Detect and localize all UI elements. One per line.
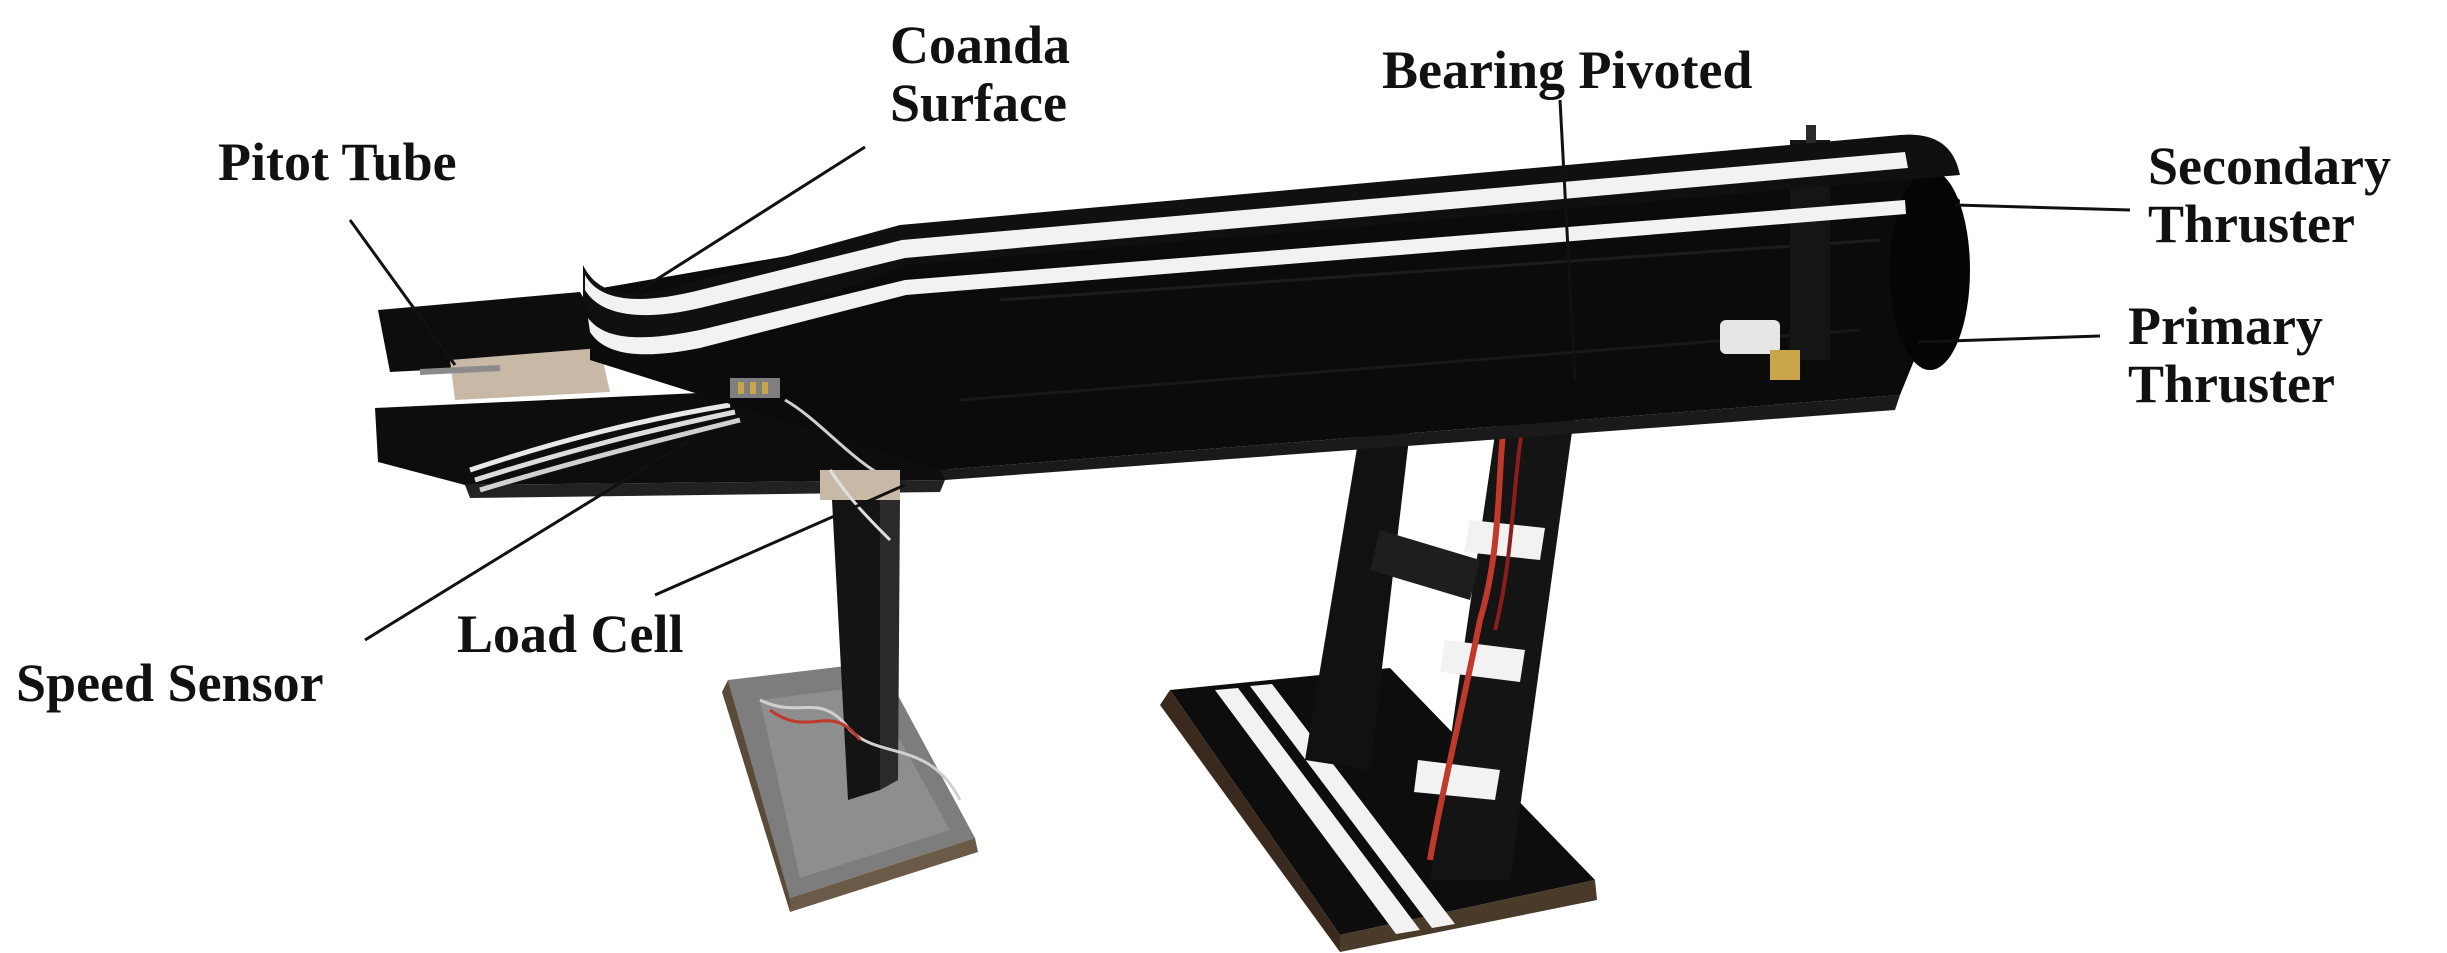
label-bearing-pivoted: Bearing Pivoted bbox=[1382, 41, 1752, 99]
load-cell-leader bbox=[654, 483, 906, 597]
speed-sensor-text: Speed Sensor bbox=[16, 653, 324, 713]
label-secondary-thruster: Secondary Thruster bbox=[2148, 137, 2391, 253]
secondary-leader bbox=[1954, 203, 2131, 212]
pitot-leader bbox=[348, 219, 457, 366]
leader-lines bbox=[348, 99, 2131, 642]
label-coanda-surface: Coanda Surface bbox=[890, 16, 1070, 132]
bearing-leader bbox=[1558, 99, 1577, 381]
load-cell-text: Load Cell bbox=[457, 604, 684, 664]
primary-line1: Primary bbox=[2128, 296, 2323, 356]
pitot-tube-text: Pitot Tube bbox=[218, 132, 457, 192]
coanda-line2: Surface bbox=[890, 73, 1067, 133]
label-load-cell: Load Cell bbox=[457, 605, 684, 663]
secondary-line2: Thruster bbox=[2148, 194, 2355, 254]
coanda-surface bbox=[583, 134, 1960, 355]
secondary-line1: Secondary bbox=[2148, 136, 2391, 196]
label-pitot-tube: Pitot Tube bbox=[218, 133, 457, 191]
left-support-post bbox=[759, 490, 962, 801]
primary-line2: Thruster bbox=[2128, 354, 2335, 414]
coanda-leader bbox=[639, 145, 866, 292]
primary-leader bbox=[1917, 334, 2101, 344]
label-speed-sensor: Speed Sensor bbox=[16, 654, 324, 712]
bearing-pivoted-text: Bearing Pivoted bbox=[1382, 40, 1753, 100]
load-cell bbox=[820, 469, 900, 542]
label-primary-thruster: Primary Thruster bbox=[2128, 297, 2335, 413]
speed-sensor-leader bbox=[364, 438, 691, 642]
coanda-line1: Coanda bbox=[890, 15, 1071, 75]
pitot-tube-assembly bbox=[378, 292, 741, 493]
